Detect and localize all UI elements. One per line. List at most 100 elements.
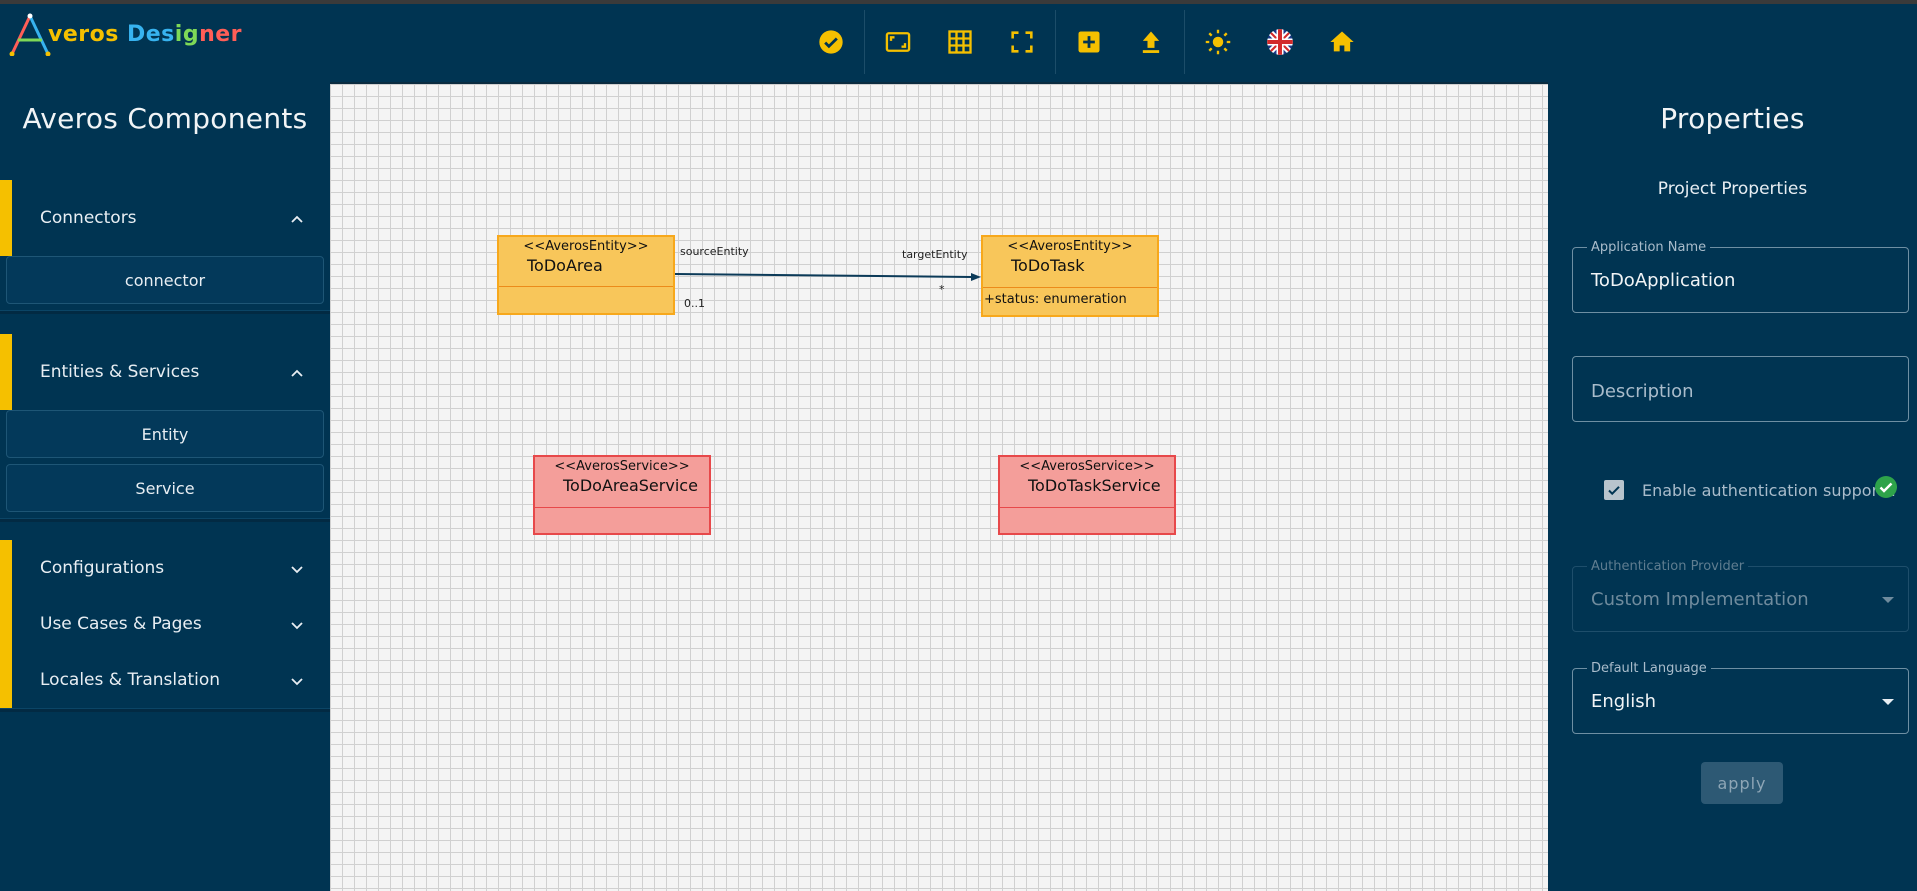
section-label: Entities & Services	[40, 362, 200, 382]
section-entities-services: Entities & Services Entity Service	[0, 334, 330, 522]
aspect-ratio-icon	[885, 32, 911, 52]
component-item-entity[interactable]: Entity	[6, 410, 324, 458]
window-top-strip	[0, 0, 1917, 4]
connector-line[interactable]	[674, 273, 973, 278]
toolbar-divider	[1055, 10, 1056, 74]
chevron-down-icon	[290, 561, 304, 575]
chevron-down-icon	[290, 673, 304, 687]
section-header-configurations[interactable]: Configurations	[0, 540, 330, 596]
logo-word-part: Des	[127, 21, 175, 47]
chevron-up-icon	[290, 211, 304, 225]
node-name: ToDoTask	[1011, 256, 1085, 275]
uk-flag-icon	[1267, 29, 1293, 55]
service-node-todotaskservice[interactable]: <<AverosService>> ToDoTaskService	[998, 455, 1176, 535]
auth-checkbox[interactable]	[1604, 480, 1624, 500]
logo-word-part	[119, 22, 127, 47]
section-label: Locales & Translation	[40, 670, 221, 690]
fullscreen-icon	[1011, 31, 1033, 53]
node-name: ToDoAreaService	[563, 476, 698, 495]
checkmark-icon	[1608, 486, 1620, 496]
toolbar-divider	[864, 10, 865, 74]
default-language-value[interactable]: English	[1591, 691, 1656, 712]
section-locales-translation: Locales & Translation	[0, 652, 330, 712]
entity-node-todoarea[interactable]: <<AverosEntity>> ToDoArea	[497, 235, 675, 315]
section-accent-bar	[0, 540, 12, 596]
section-accent-bar	[0, 652, 12, 708]
chevron-up-icon	[290, 365, 304, 379]
upload-icon	[1142, 31, 1160, 53]
app-logo-wordmark: veros Designer	[48, 22, 242, 47]
auth-provider-value: Custom Implementation	[1591, 589, 1809, 610]
fullscreen-button[interactable]	[991, 20, 1053, 64]
check-circle-green-icon	[1875, 476, 1897, 498]
section-accent-bar	[0, 334, 12, 410]
theme-toggle-button[interactable]	[1187, 20, 1249, 64]
app-header: A veros Designer	[0, 4, 1917, 78]
fit-view-button[interactable]	[867, 20, 929, 64]
section-divider	[0, 708, 330, 712]
home-icon	[1330, 31, 1354, 52]
auth-provider-label: Authentication Provider	[1587, 560, 1749, 574]
main-toolbar	[800, 10, 1373, 74]
component-item-service[interactable]: Service	[6, 464, 324, 512]
language-button[interactable]	[1249, 20, 1311, 64]
auth-checkbox-row: Enable authentication support ?	[1604, 480, 1898, 500]
section-header-use-cases-pages[interactable]: Use Cases & Pages	[0, 596, 330, 652]
default-language-select[interactable]: Default Language English	[1572, 662, 1909, 734]
auth-checkbox-label: Enable authentication support ?	[1642, 480, 1898, 500]
section-connectors: Connectors connector	[0, 180, 330, 314]
section-label: Use Cases & Pages	[40, 614, 202, 634]
service-node-todoareaservice[interactable]: <<AverosService>> ToDoAreaService	[533, 455, 711, 535]
dropdown-caret-icon	[1882, 597, 1894, 603]
connector-target-multiplicity: *	[939, 283, 945, 296]
apply-button[interactable]: apply	[1701, 762, 1783, 804]
section-header-locales-translation[interactable]: Locales & Translation	[0, 652, 330, 708]
upload-button[interactable]	[1120, 20, 1182, 64]
node-stereotype: <<AverosEntity>>	[1007, 239, 1133, 254]
default-language-label: Default Language	[1587, 662, 1711, 676]
section-accent-bar	[0, 596, 12, 652]
section-header-connectors[interactable]: Connectors	[0, 180, 330, 256]
entity-node-todotask[interactable]: <<AverosEntity>> ToDoTask +status: enume…	[981, 235, 1159, 317]
connector-source-label: sourceEntity	[680, 245, 749, 258]
node-name: ToDoTaskService	[1028, 476, 1161, 495]
diagram-canvas[interactable]: <<AverosEntity>> ToDoArea <<AverosEntity…	[330, 82, 1548, 891]
home-button[interactable]	[1311, 20, 1373, 64]
add-box-icon	[1078, 31, 1100, 53]
connector-target-label: targetEntity	[902, 248, 968, 261]
dropdown-caret-icon	[1882, 699, 1894, 705]
node-stereotype: <<AverosService>>	[554, 459, 690, 474]
logo-word-part: ner	[199, 21, 243, 47]
auth-provider-select: Authentication Provider Custom Implement…	[1572, 560, 1909, 632]
application-name-value[interactable]: ToDoApplication	[1591, 270, 1736, 291]
description-field[interactable]: Description	[1572, 356, 1909, 422]
section-divider	[0, 310, 330, 314]
association-connector[interactable]	[330, 84, 1548, 484]
description-placeholder[interactable]: Description	[1591, 381, 1694, 402]
app-logo[interactable]: A veros Designer	[8, 12, 242, 56]
components-panel-title: Averos Components	[22, 102, 308, 135]
node-attributes: +status: enumeration	[983, 287, 1157, 311]
toggle-grid-button[interactable]	[929, 20, 991, 64]
components-panel: Averos Components Connectors connector E…	[0, 78, 330, 891]
section-divider	[0, 518, 330, 522]
toolbar-divider	[1184, 10, 1185, 74]
logo-word-part: veros	[48, 21, 119, 47]
node-attributes	[1000, 507, 1174, 531]
node-stereotype: <<AverosService>>	[1019, 459, 1155, 474]
check-circle-icon	[819, 30, 843, 54]
brightness-icon	[1205, 29, 1231, 55]
node-stereotype: <<AverosEntity>>	[523, 239, 649, 254]
logo-word-part: ig	[174, 21, 200, 47]
connector-source-multiplicity: 0..1	[684, 297, 705, 310]
section-header-entities-services[interactable]: Entities & Services	[0, 334, 330, 410]
section-label: Configurations	[40, 558, 165, 578]
validate-button[interactable]	[800, 20, 862, 64]
section-configurations: Configurations	[0, 540, 330, 596]
component-item-connector[interactable]: connector	[6, 256, 324, 304]
section-label: Connectors	[40, 208, 137, 228]
chevron-down-icon	[290, 617, 304, 631]
application-name-field[interactable]: Application Name ToDoApplication	[1572, 241, 1909, 313]
add-button[interactable]	[1058, 20, 1120, 64]
node-attributes	[535, 507, 709, 531]
